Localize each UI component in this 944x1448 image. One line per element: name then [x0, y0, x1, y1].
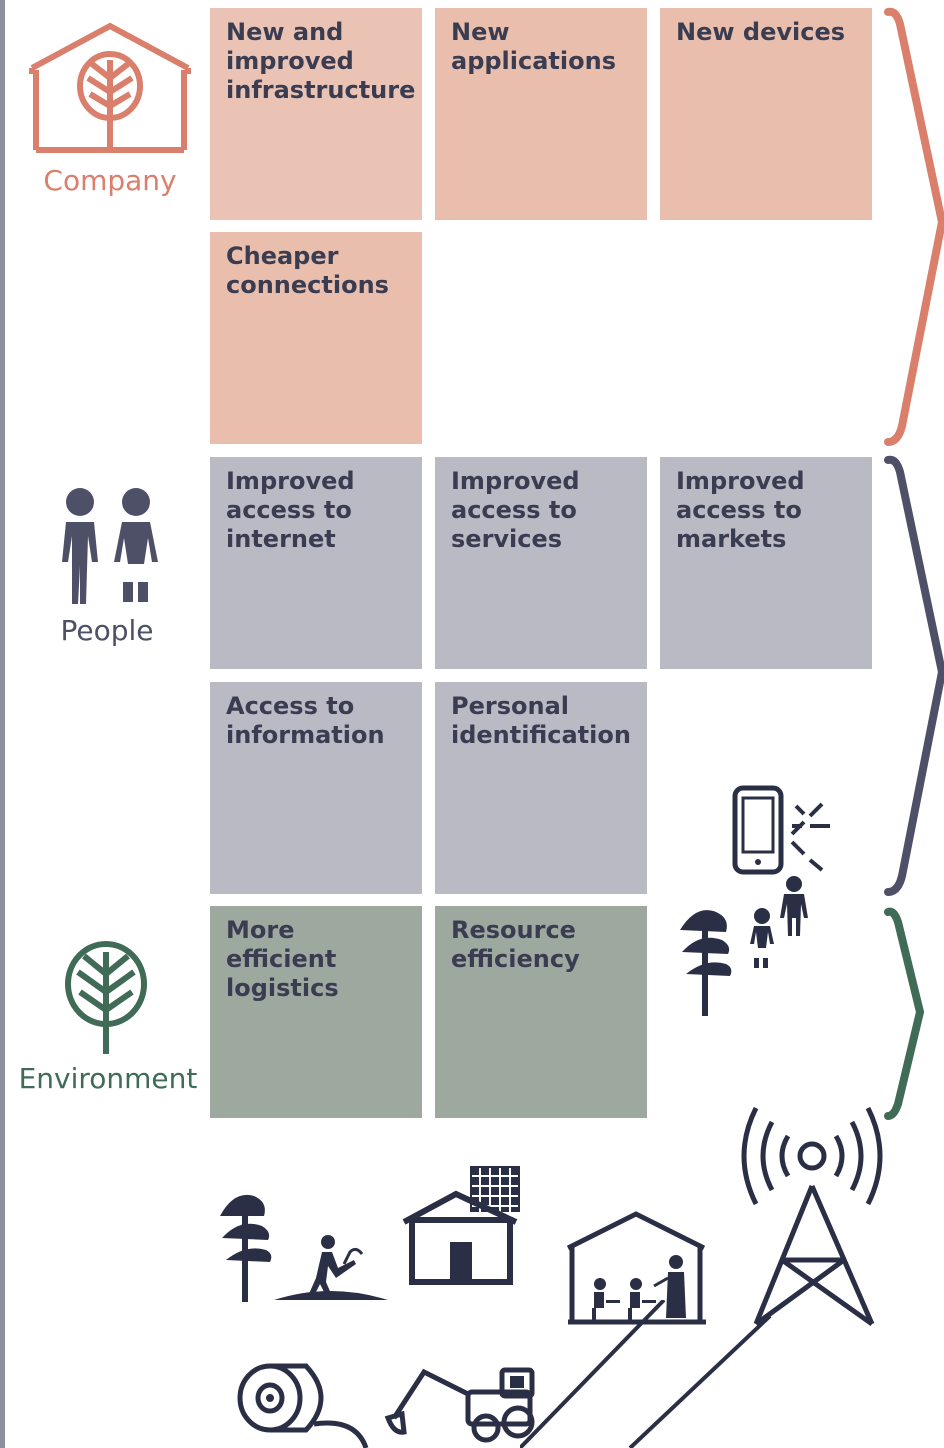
- people-icon: [62, 488, 158, 604]
- box-improved-access-to-services: Improved access to services: [435, 457, 647, 669]
- environment-chevron: [884, 907, 925, 1120]
- box-cheaper-connections: Cheaper connections: [210, 232, 422, 444]
- people-label: People: [60, 614, 154, 647]
- excavator-icon: [384, 1367, 535, 1443]
- box-new-and-improved-infrastructure: New and improved infrastructure: [210, 8, 422, 220]
- cable-lines: [520, 1300, 772, 1448]
- parent-and-child-icon: [750, 876, 808, 968]
- people-chevron: [884, 455, 944, 896]
- box-improved-access-to-internet: Improved access to internet: [210, 457, 422, 669]
- box-more-efficient-logistics: More efficient logistics: [210, 906, 422, 1118]
- box-improved-access-to-markets: Improved access to markets: [660, 457, 872, 669]
- environment-label: Environment: [18, 1062, 198, 1095]
- cell-tower-icon: [741, 1106, 883, 1327]
- company-chevron: [884, 7, 944, 446]
- mobile-phone-icon: [732, 785, 830, 875]
- box-personal-identification: Personal identification: [435, 682, 647, 894]
- box-new-devices: New devices: [660, 8, 872, 220]
- company-label: Company: [43, 164, 177, 197]
- box-new-applications: New applications: [435, 8, 647, 220]
- tree-icon: [65, 941, 147, 1054]
- box-access-to-information: Access to information: [210, 682, 422, 894]
- solar-house-icon: [402, 1166, 520, 1285]
- chevron-brackets: [884, 7, 944, 1120]
- trees-icon: [220, 1194, 272, 1302]
- left-edge-bar: [0, 0, 5, 1448]
- trees-icon: [680, 910, 732, 1016]
- box-resource-efficiency: Resource efficiency: [435, 906, 647, 1118]
- classroom-icon: [566, 1211, 706, 1325]
- house-with-tree-icon: [29, 22, 191, 153]
- farmer-icon: [274, 1235, 388, 1300]
- cable-reel-icon: [237, 1363, 369, 1448]
